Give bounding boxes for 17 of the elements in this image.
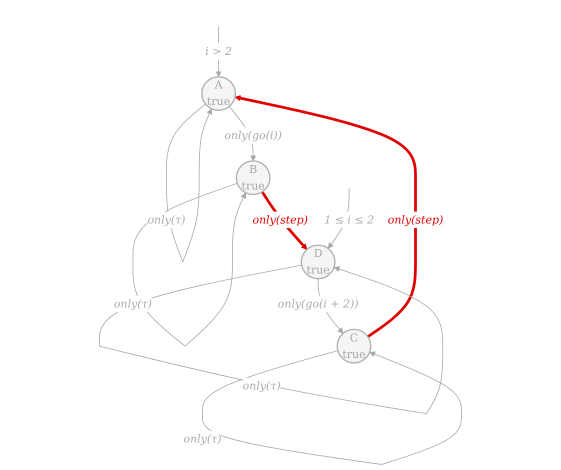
state-circle: D true (300, 244, 336, 280)
state-circle: C true (336, 328, 372, 364)
state-circle: A true (201, 76, 236, 111)
arrow (234, 95, 417, 338)
edge-label: only(τ) (183, 432, 222, 446)
edge-label: only(go(i)) (224, 128, 282, 142)
edge-label: i > 2 (205, 44, 232, 58)
state-circle: B true (236, 160, 271, 196)
edge-label: only(τ) (242, 379, 281, 392)
edge-label: only(step) (388, 212, 444, 226)
edge-label: only(step) (252, 212, 308, 226)
edge-label: 1 ≤ i ≤ 2 (324, 212, 374, 226)
arrow (202, 350, 462, 465)
edge-label: only(τ) (114, 297, 152, 310)
arrow (99, 264, 444, 414)
edge-label: only(τ) (147, 212, 186, 226)
edge-label: only(go(i + 2)) (278, 297, 359, 310)
